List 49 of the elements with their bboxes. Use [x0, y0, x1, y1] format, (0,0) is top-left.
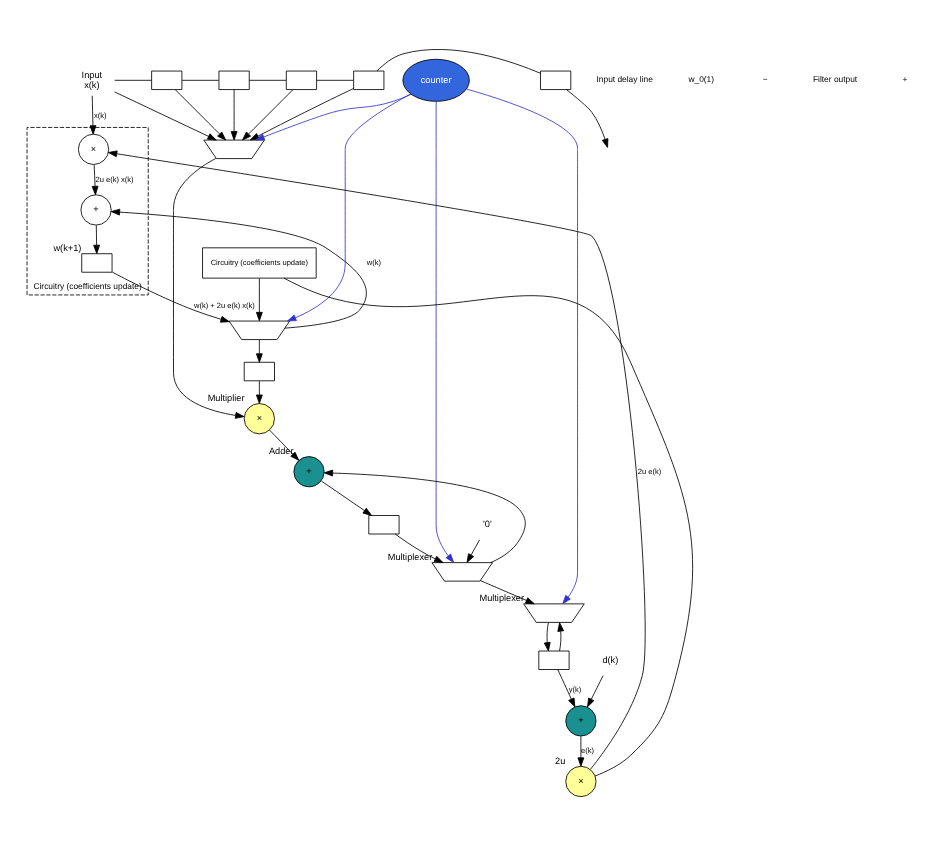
node-box [151, 69, 183, 89]
arrow [91, 163, 99, 195]
arrow [543, 621, 551, 651]
arrow [587, 674, 604, 707]
node-box [353, 69, 385, 89]
arrow [89, 94, 97, 134]
connector [248, 78, 287, 80]
arrow [230, 88, 238, 140]
arrow [394, 532, 444, 562]
arrow [110, 207, 367, 328]
connector [283, 276, 694, 776]
arrow [255, 92, 412, 140]
arrow [320, 479, 372, 515]
node-trapezoid [431, 561, 493, 581]
arrow [256, 338, 263, 362]
connector [376, 48, 541, 73]
arrow [435, 100, 455, 562]
arrow [242, 88, 294, 140]
arrow [466, 538, 480, 562]
arrow [557, 621, 565, 651]
arrow [108, 149, 646, 769]
arrow [93, 223, 100, 254]
node-box [540, 69, 572, 89]
connector [316, 78, 354, 80]
arrow [174, 88, 227, 140]
connector [114, 78, 152, 80]
arrow [479, 579, 535, 604]
node-trapezoid [203, 138, 265, 158]
node-box [243, 360, 275, 381]
node-trapezoid [523, 602, 585, 622]
arrow [111, 270, 230, 322]
node-box [538, 649, 570, 669]
node-trapezoid [228, 319, 291, 339]
arrow [173, 156, 245, 418]
arrow [256, 276, 263, 321]
arrow [256, 379, 263, 403]
arrow [577, 734, 585, 766]
node-box [218, 69, 250, 89]
arrow [466, 87, 578, 604]
arrow [287, 92, 412, 321]
node-box [81, 252, 113, 272]
arrow [114, 90, 217, 140]
arrow [323, 468, 526, 562]
node-box [285, 69, 317, 89]
node-box [368, 514, 400, 534]
arrow [566, 88, 609, 147]
arrow [557, 668, 576, 707]
arrow [249, 87, 354, 140]
connector [181, 78, 220, 80]
